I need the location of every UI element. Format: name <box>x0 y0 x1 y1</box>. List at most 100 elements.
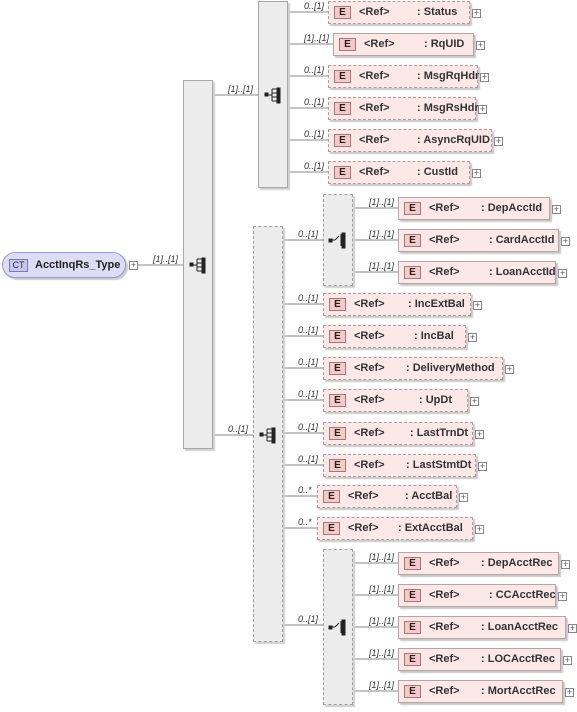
element-msg-rq-hdr[interactable]: E<Ref>: MsgRqHdr <box>328 65 480 88</box>
element-async-rq-uid[interactable]: E<Ref>: AsyncRqUID <box>328 129 492 152</box>
expand-icon[interactable]: + <box>568 623 577 633</box>
root-complex-type[interactable]: CT AcctInqRs_Type <box>2 252 126 278</box>
main-sequence[interactable] <box>183 80 213 449</box>
element-name: : CardAcctId <box>489 234 555 246</box>
expand-icon[interactable]: + <box>561 559 570 569</box>
element-loan-acct-rec[interactable]: E<Ref>: LoanAcctRec <box>398 616 566 639</box>
element-name: : CCAcctRec <box>489 589 556 601</box>
cardinality-dep-acct-id: [1]..[1] <box>369 197 395 207</box>
element-loan-acct-id[interactable]: E<Ref>: LoanAcctId <box>398 261 556 284</box>
expand-icon[interactable]: + <box>472 8 481 18</box>
expand-icon[interactable]: + <box>478 104 487 114</box>
cardinality-acct-bal: 0..* <box>298 485 312 495</box>
element-name-value: CardAcctId <box>495 234 555 246</box>
element-name: : ExtAcctBal <box>398 522 463 534</box>
acct-rec-choice[interactable] <box>323 549 353 705</box>
element-icon: E <box>329 459 346 472</box>
ref-label: <Ref> <box>429 685 460 697</box>
ref-label: <Ref> <box>354 427 385 439</box>
expand-icon[interactable]: + <box>475 429 484 439</box>
element-last-trn-dt[interactable]: E<Ref>: LastTrnDt <box>323 422 473 445</box>
cardinality-root: [1]..[1] <box>153 254 179 264</box>
ref-label: <Ref> <box>359 134 390 146</box>
element-up-dt[interactable]: E<Ref>: UpDt <box>323 389 468 412</box>
expand-icon[interactable]: + <box>478 461 487 471</box>
element-icon: E <box>329 362 346 375</box>
expand-icon[interactable]: + <box>475 524 484 534</box>
element-name: : LOCAcctRec <box>481 653 555 665</box>
ref-label: <Ref> <box>354 330 385 342</box>
element-name-value: MortAcctRec <box>487 685 556 697</box>
bottom-sequence[interactable] <box>253 226 283 642</box>
element-cust-id[interactable]: E<Ref>: CustId <box>328 161 470 184</box>
expand-icon[interactable]: + <box>558 591 567 601</box>
element-name: : CustId <box>417 166 458 178</box>
element-ext-acct-bal[interactable]: E<Ref>: ExtAcctBal <box>317 517 473 540</box>
expand-icon[interactable]: + <box>459 492 468 502</box>
element-name-value: AsyncRqUID <box>423 134 490 146</box>
expand-icon[interactable]: + <box>472 168 481 178</box>
expand-icon[interactable]: + <box>476 40 485 50</box>
expand-icon[interactable]: + <box>494 136 503 146</box>
element-name: : IncExtBal <box>408 298 465 310</box>
element-inc-ext-bal[interactable]: E<Ref>: IncExtBal <box>323 293 471 316</box>
element-dep-acct-id[interactable]: E<Ref>: DepAcctId <box>398 197 550 220</box>
element-card-acct-id[interactable]: E<Ref>: CardAcctId <box>398 229 559 252</box>
element-rq-uid[interactable]: E<Ref>: RqUID <box>333 33 474 56</box>
element-name: : LoanAcctRec <box>481 621 559 633</box>
element-name-value: LastTrnDt <box>416 427 469 439</box>
ref-label: <Ref> <box>429 589 460 601</box>
element-locacct-rec[interactable]: E<Ref>: LOCAcctRec <box>398 648 561 671</box>
cardinality-rec-choice: 0..[1] <box>298 614 319 624</box>
element-name-value: DeliveryMethod <box>412 362 495 374</box>
element-name: : AcctBal <box>405 490 453 502</box>
cardinality-inc-ext-bal: 0..[1] <box>298 293 319 303</box>
expand-icon[interactable]: + <box>558 268 567 278</box>
element-mort-acct-rec[interactable]: E<Ref>: MortAcctRec <box>398 680 563 703</box>
expand-icon[interactable]: + <box>473 300 482 310</box>
cardinality-bottom-seq: 0..[1] <box>228 424 249 434</box>
element-icon: E <box>334 70 351 83</box>
cardinality-ccacct-rec: [1]..[1] <box>369 584 395 594</box>
element-icon: E <box>404 557 421 570</box>
element-delivery-method[interactable]: E<Ref>: DeliveryMethod <box>323 357 503 380</box>
expand-icon[interactable]: + <box>480 72 489 82</box>
expand-icon[interactable]: + <box>565 687 574 697</box>
element-icon: E <box>334 102 351 115</box>
top-sequence[interactable] <box>258 1 288 188</box>
expand-icon[interactable]: + <box>552 204 561 214</box>
element-name: : LastTrnDt <box>410 427 469 439</box>
cardinality-inc-bal: 0..[1] <box>298 325 319 335</box>
element-icon: E <box>329 330 346 343</box>
expand-icon[interactable]: + <box>561 236 570 246</box>
cardinality-mort-acct-rec: [1]..[1] <box>369 680 395 690</box>
cardinality-acct-choice: 0..[1] <box>298 229 319 239</box>
element-name: : IncBal <box>414 330 454 342</box>
element-name-value: MsgRqHdr <box>423 70 480 82</box>
element-last-stmt-dt[interactable]: E<Ref>: LastStmtDt <box>323 454 476 477</box>
element-inc-bal[interactable]: E <Ref> : IncBal <box>323 325 466 348</box>
ref-label: <Ref> <box>429 202 460 214</box>
expand-root-icon[interactable]: + <box>129 260 138 270</box>
ref-label: <Ref> <box>359 166 390 178</box>
element-status[interactable]: E<Ref>: Status <box>328 1 470 24</box>
element-name: : LoanAcctId <box>489 266 556 278</box>
expand-icon[interactable]: + <box>505 364 514 374</box>
element-name-value: MsgRsHdr <box>423 102 479 114</box>
expand-icon[interactable]: + <box>468 332 477 342</box>
element-acct-bal[interactable]: E<Ref>: AcctBal <box>317 485 457 508</box>
ref-label: <Ref> <box>354 459 385 471</box>
expand-icon[interactable]: + <box>563 655 572 665</box>
element-ccacct-rec[interactable]: E<Ref>: CCAcctRec <box>398 584 556 607</box>
element-name-value: UpDt <box>425 394 453 406</box>
element-name: : MortAcctRec <box>481 685 556 697</box>
expand-icon[interactable]: + <box>470 396 479 406</box>
root-type-name: AcctInqRs_Type <box>35 259 121 271</box>
acct-id-choice[interactable] <box>323 194 353 286</box>
element-icon: E <box>404 653 421 666</box>
element-msg-rs-hdr[interactable]: E<Ref>: MsgRsHdr <box>328 97 479 120</box>
element-dep-acct-rec[interactable]: E<Ref>: DepAcctRec <box>398 552 559 575</box>
ref-label: <Ref> <box>429 266 460 278</box>
cardinality-ext-acct-bal: 0..* <box>298 517 312 527</box>
ref-label: <Ref> <box>348 490 379 502</box>
